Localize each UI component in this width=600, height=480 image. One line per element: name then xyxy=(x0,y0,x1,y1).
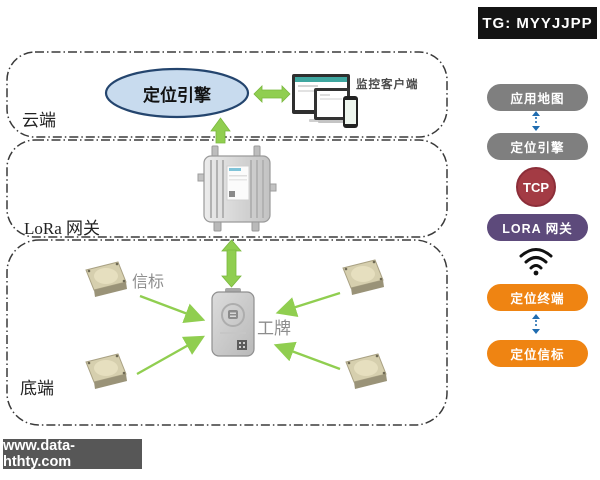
double-arrow-icon xyxy=(528,110,544,132)
sidebar-item-terminal: 定位终端 xyxy=(487,284,588,311)
sidebar-item-lora-gateway: LORA 网关 xyxy=(487,214,588,241)
arrow-engine-client xyxy=(253,85,291,103)
badge-icon xyxy=(211,288,255,357)
link-beacon-tl xyxy=(139,294,206,324)
beacon-top-right xyxy=(337,258,387,298)
beacon-label: 信标 xyxy=(132,274,165,291)
client-devices xyxy=(290,72,370,136)
client-label: 监控客户端 xyxy=(356,79,419,91)
engine-ellipse-shape xyxy=(104,67,250,119)
link-beacon-br xyxy=(273,341,341,371)
link-beacon-bl xyxy=(136,335,206,376)
beacon-links xyxy=(136,291,341,376)
arrow-gateway-badge xyxy=(221,239,242,288)
beacon-bottom-right xyxy=(340,352,390,392)
beacon-top-left xyxy=(80,260,130,300)
layer-label-gateway: LoRa 网关 xyxy=(24,219,101,238)
green-arrows xyxy=(210,85,291,288)
gateway-device xyxy=(196,144,278,234)
layer-box-bottom xyxy=(6,239,448,426)
layer-box-cloud xyxy=(6,51,448,138)
sidebar-item-app-map: 应用地图 xyxy=(487,84,588,111)
layer-label-bottom: 底端 xyxy=(20,379,54,398)
sidebar-item-tcp: TCP xyxy=(516,167,556,207)
tg-watermark: TG: MYYJJPP xyxy=(478,7,597,39)
wifi-icon xyxy=(518,246,554,276)
monitor-tablet-phone-icon xyxy=(292,74,358,128)
sidebar-item-engine: 定位引擎 xyxy=(487,133,588,160)
sidebar-item-beacon: 定位信标 xyxy=(487,340,588,367)
layer-box-gateway xyxy=(6,139,448,238)
badge-device xyxy=(210,288,256,358)
layer-label-cloud: 云端 xyxy=(22,111,56,130)
website-watermark: www.data-hthty.com xyxy=(3,438,142,470)
link-beacon-tr xyxy=(275,291,341,318)
beacon-bottom-left xyxy=(80,352,130,392)
double-arrow-icon xyxy=(528,313,544,335)
gateway-device-icon xyxy=(197,145,277,232)
badge-label: 工牌 xyxy=(257,319,291,338)
engine-label: 定位引擎 xyxy=(143,85,211,105)
arrow-gateway-to-engine xyxy=(210,117,231,144)
engine-node: 定位引擎 xyxy=(103,67,251,119)
